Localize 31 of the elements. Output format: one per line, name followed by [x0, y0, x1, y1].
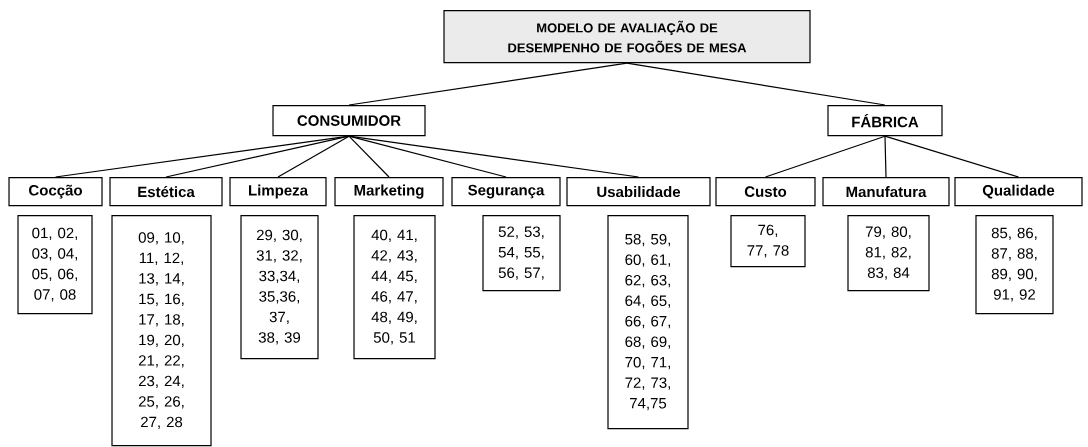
criterion-box: Manufatura	[822, 177, 950, 207]
item-list-box: 79, 80, 81, 82, 83, 84	[847, 215, 930, 292]
item-list-box: 85, 86, 87, 88, 89, 90, 91, 92	[975, 215, 1054, 315]
criterion-box: Segurança	[451, 177, 561, 207]
criterion-box: Qualidade	[954, 177, 1083, 207]
connector-line	[277, 135, 350, 178]
connector-line	[884, 135, 1020, 178]
item-list-box: 29, 30, 31, 32, 33,34, 35,36, 37, 38, 39	[240, 215, 319, 360]
item-list-box: 40, 41, 42, 43, 44, 45, 46, 47, 48, 49, 50, 51	[353, 215, 436, 360]
criterion-box: Usabilidade	[566, 177, 711, 207]
criterion-box: Cocção	[8, 177, 103, 207]
connector-line	[348, 135, 640, 178]
connector-line	[165, 135, 350, 178]
criterion-box: Limpeza	[229, 177, 327, 207]
criterion-box: Marketing	[334, 177, 444, 207]
connector-line	[348, 62, 628, 106]
connector-line	[348, 135, 390, 178]
item-list-box: 58, 59, 60, 61, 62, 63, 64, 65, 66, 67, 68, 69, 70, 71, 72, 73, 74,75	[607, 215, 689, 430]
criterion-box: Estética	[109, 177, 223, 207]
item-list-box: 76, 77, 78	[730, 215, 806, 268]
item-list-box: 01, 02, 03, 04, 05, 06, 07, 08	[17, 215, 93, 315]
connector-line	[764, 135, 886, 178]
criterion-box: Custo	[715, 177, 816, 207]
connector-line	[348, 135, 507, 178]
connector-line	[626, 62, 886, 106]
item-list-box: 09, 10, 11, 12, 13, 14, 15, 16, 17, 18, 19, 20, 21, 22, 23, 24, 25, 26, 27, 28	[111, 215, 212, 447]
title-box: MODELO DE AVALIAÇÃO DE DESEMPENHO DE FOGÕES DE MESA	[443, 10, 811, 64]
category-box: FÁBRICA	[827, 105, 943, 137]
connector-line	[884, 135, 887, 178]
category-box: CONSUMIDOR	[272, 105, 426, 137]
item-list-box: 52, 53, 54, 55, 56, 57,	[482, 215, 561, 292]
